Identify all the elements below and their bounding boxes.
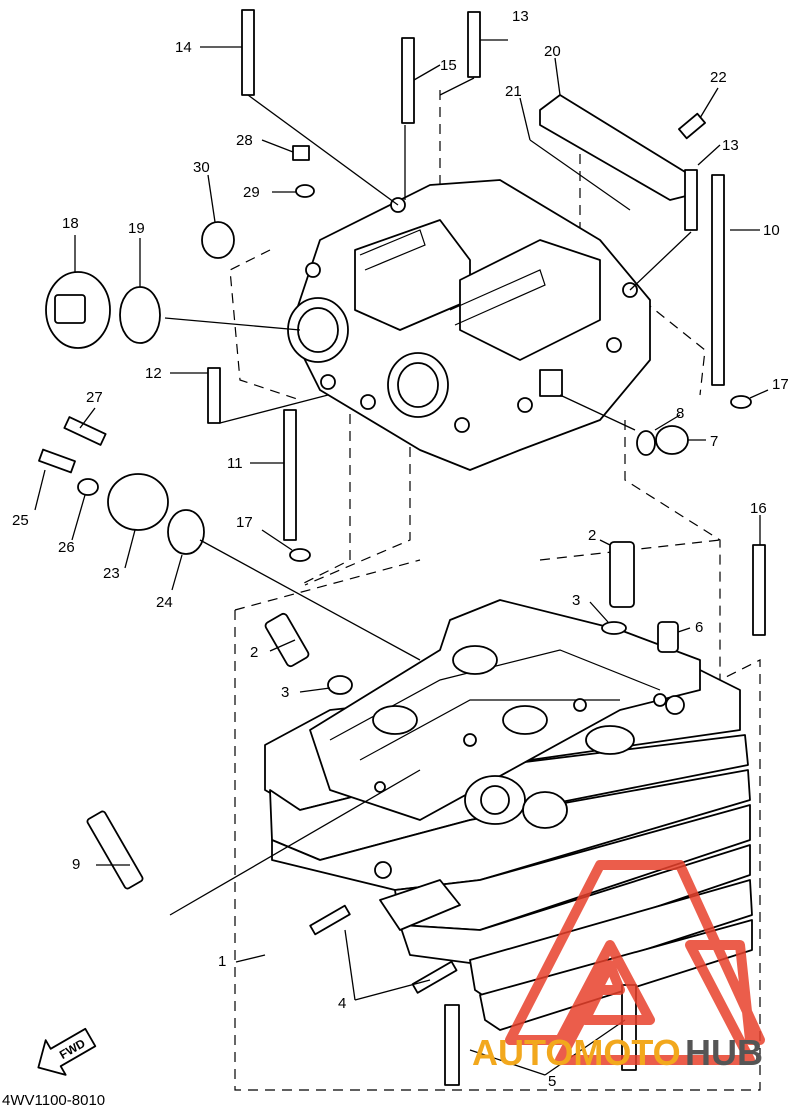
drawing-code: 4WV1100-8010	[2, 1092, 106, 1109]
bolt-13-right	[684, 169, 698, 231]
callout-2-left: 2	[250, 644, 258, 661]
bolt-27	[63, 416, 107, 446]
watermark-logo	[505, 860, 765, 1065]
o-ring-19	[119, 286, 161, 344]
callout-2-right: 2	[588, 527, 596, 544]
callout-26: 26	[58, 539, 75, 556]
callout-16: 16	[750, 500, 767, 517]
callout-15: 15	[440, 57, 457, 74]
callout-7: 7	[710, 433, 718, 450]
washer-17-right	[730, 395, 752, 409]
dowel-6	[657, 621, 679, 653]
callout-13-right: 13	[722, 137, 739, 154]
callout-5: 5	[548, 1073, 556, 1090]
tensioner-23	[107, 473, 169, 531]
gasket-20	[539, 94, 691, 201]
stud-4-lower	[411, 960, 458, 994]
watermark-text-automoto: AUTOMOTO	[472, 1032, 681, 1073]
callout-3-left: 3	[281, 684, 289, 701]
callout-17-right: 17	[772, 376, 789, 393]
callout-6: 6	[695, 619, 703, 636]
cylinder-head-cover	[287, 179, 651, 471]
callout-10: 10	[763, 222, 780, 239]
callout-30: 30	[193, 159, 210, 176]
callout-24: 24	[156, 594, 173, 611]
callout-20: 20	[544, 43, 561, 60]
valve-guide-2-left	[264, 612, 310, 668]
callout-8: 8	[676, 405, 684, 422]
callout-18: 18	[62, 215, 79, 232]
callout-28: 28	[236, 132, 253, 149]
bolt-16	[752, 544, 766, 636]
washer-29	[295, 184, 315, 198]
callout-1: 1	[218, 953, 226, 970]
stud-5-left	[444, 1004, 460, 1086]
washer-26	[77, 478, 99, 496]
callout-3-right: 3	[572, 592, 580, 609]
bolt-22	[678, 112, 706, 140]
callout-17-left: 17	[236, 514, 253, 531]
bolt-12	[207, 367, 221, 424]
fwd-arrow: FWD	[37, 1027, 97, 1076]
callout-9: 9	[72, 856, 80, 873]
callout-14: 14	[175, 39, 192, 56]
bolt-14	[241, 9, 255, 96]
watermark-triangle-mark	[505, 860, 765, 1065]
valve-guide-2-right	[609, 541, 635, 608]
plug-7	[655, 425, 689, 455]
bolt-28	[292, 145, 310, 161]
gasket-24	[167, 509, 205, 555]
cylinder-head	[264, 599, 753, 1031]
bolt-11	[283, 409, 297, 541]
callout-13-top: 13	[512, 8, 529, 25]
callout-29: 29	[243, 184, 260, 201]
bolt-10	[711, 174, 725, 386]
spark-plug-9	[86, 810, 144, 890]
washer-17-left	[289, 548, 311, 562]
bolt-15	[401, 37, 415, 124]
callout-27: 27	[86, 389, 103, 406]
callout-22: 22	[710, 69, 727, 86]
o-ring-21	[529, 139, 631, 211]
callout-4: 4	[338, 995, 346, 1012]
callout-25: 25	[12, 512, 29, 529]
watermark-text-hub: HUB	[685, 1032, 763, 1073]
collar-30	[201, 221, 235, 259]
callout-19: 19	[128, 220, 145, 237]
leader-lines	[34, 39, 769, 1076]
o-ring-8	[636, 430, 656, 456]
callout-11: 11	[227, 455, 243, 472]
callout-labels: 1 2 2 3 3 4 5 6 7 8 9 10 11 12 13 13 14 …	[12, 8, 789, 1090]
callout-23: 23	[103, 565, 120, 582]
ring-3-right	[601, 621, 627, 635]
bolt-25	[38, 448, 76, 474]
ring-3-left	[327, 675, 353, 695]
callout-21: 21	[505, 83, 522, 100]
bolt-13-top	[467, 11, 481, 78]
stud-4-upper	[309, 904, 351, 936]
callout-12: 12	[145, 365, 162, 382]
